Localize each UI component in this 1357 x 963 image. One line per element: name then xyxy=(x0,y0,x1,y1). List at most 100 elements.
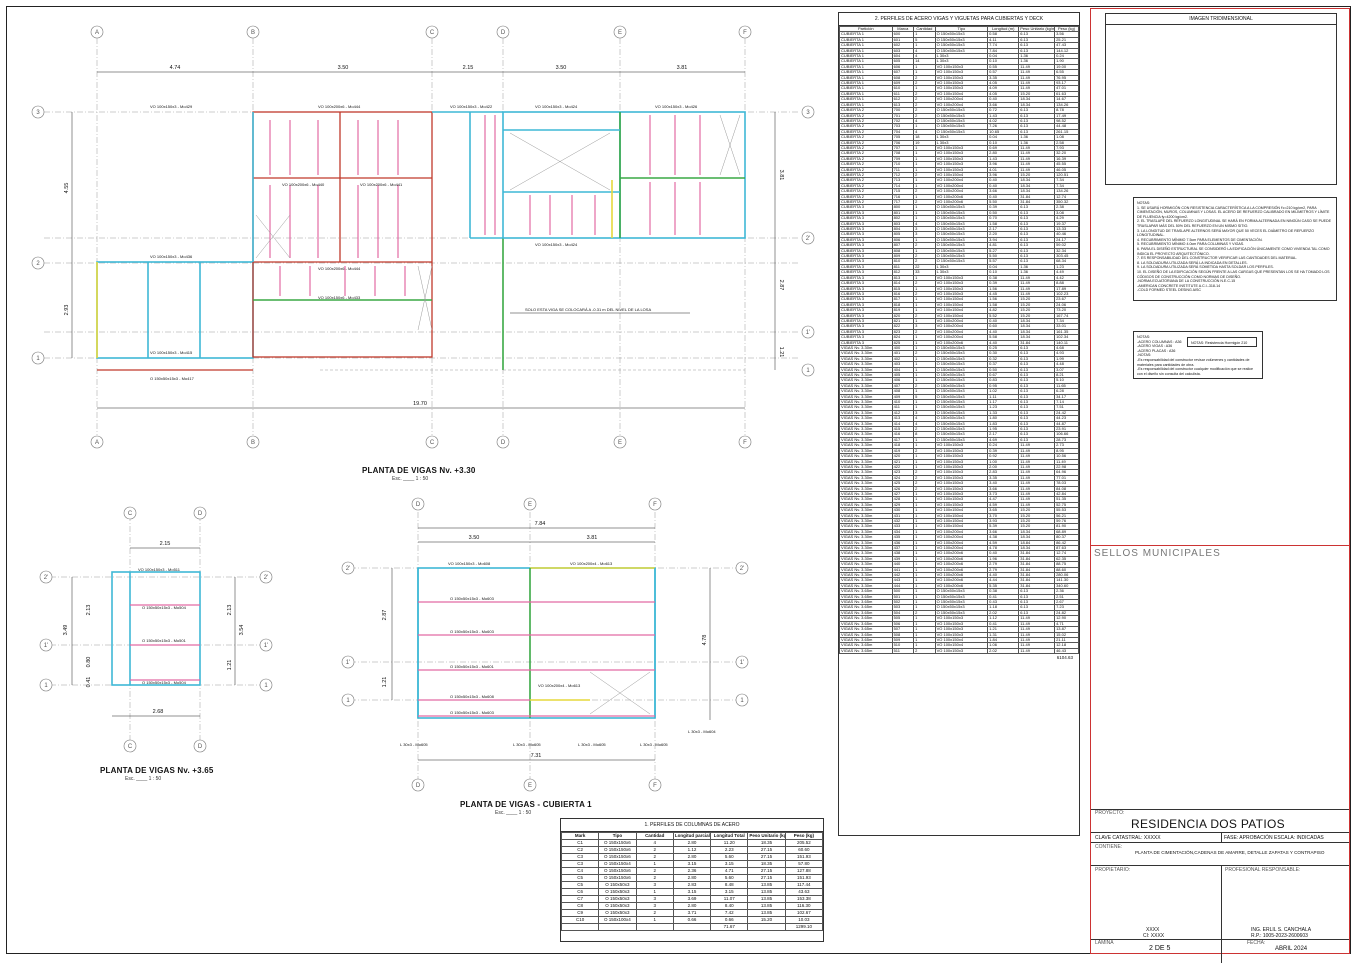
table-cell: 43.63 xyxy=(784,888,824,896)
svg-text:3.54: 3.54 xyxy=(239,625,245,636)
table-cell: 3 xyxy=(635,895,674,903)
table-cell: VIGAS Nv. 3.30m xyxy=(839,566,893,574)
svg-text:0.41: 0.41 xyxy=(86,677,92,688)
table-cell: 134.26 xyxy=(1054,188,1079,195)
svg-text:1: 1 xyxy=(44,683,48,689)
grid-bubbles-330: A B C D E F A B C D E F 3 2 1 3 2' 1' 1 xyxy=(31,25,815,449)
table-cell: 2.83 xyxy=(672,881,712,889)
table-cell: 57.80 xyxy=(784,860,824,868)
engineer-registration: R.P.: 1005-2023-2600603 xyxy=(1251,933,1308,939)
steel-header: Longitud (m) xyxy=(987,25,1020,33)
table-cell: VIGAS Nv. 3.30m xyxy=(839,361,893,368)
table-cell: VIGAS Nv. 3.65m xyxy=(839,588,893,595)
table-cell: 153.38 xyxy=(784,895,824,903)
svg-text:2.87: 2.87 xyxy=(382,610,388,621)
svg-text:D: D xyxy=(501,440,506,446)
beam-label: O 150x50x15x3 - Mo603 xyxy=(450,710,495,715)
table-cell: VIGAS Nv. 3.65m xyxy=(839,642,893,649)
table-cell: O 150x150x6 xyxy=(598,867,637,875)
plan-nv-365: C D C D 2' 1' 1 2' 1' 1 2.15 2.68 3.49 2… xyxy=(39,506,273,753)
table-cell: VIGAS Nv. 3.65m xyxy=(839,609,893,617)
divider xyxy=(1091,865,1349,866)
steel-header: Peso (kg) xyxy=(1054,25,1079,33)
table-cell: C9 xyxy=(560,909,600,917)
beam-label: O 150x50x15x3 - Mo603 xyxy=(450,596,495,601)
svg-text:C: C xyxy=(128,744,133,750)
table-cell: 116.30 xyxy=(784,902,824,910)
svg-text:1: 1 xyxy=(346,698,350,704)
svg-text:1: 1 xyxy=(806,368,810,374)
plan-title-365: PLANTA DE VIGAS Nv. +3.65 xyxy=(100,766,214,775)
date-label: FECHA: xyxy=(1247,940,1266,946)
table-cell: VIGAS Nv. 3.30m xyxy=(839,415,893,422)
plan-scale-365: Esc. ____ 1 : 50 xyxy=(125,776,162,782)
brace-label: L 30x3 - Mo604 xyxy=(688,729,716,734)
table-cell: C1 xyxy=(560,839,600,847)
table-cell: VIGAS Nv. 3.30m xyxy=(839,550,893,557)
owner-ci: CI: XXXX xyxy=(1143,933,1165,939)
beam-label: VO 100x150x6 - Mo433 xyxy=(318,295,361,300)
table-cell: 60.60 xyxy=(784,846,824,854)
svg-text:3.50: 3.50 xyxy=(469,535,480,541)
table-cell: 3.71 xyxy=(672,909,712,917)
beam-note: SOLO ESTA VIGA SE COLOCARÁ A -0.31 m DEL… xyxy=(525,307,651,312)
table-cell: 8.48 xyxy=(710,881,749,889)
table-cell: 511 xyxy=(891,647,915,655)
owner-name: XXXX xyxy=(1146,927,1160,933)
table-cell: 127.88 xyxy=(784,867,824,875)
svg-text:C: C xyxy=(430,440,435,446)
table-cell: VIGAS Nv. 3.30m xyxy=(839,377,893,384)
table-cell: VIGAS Nv. 3.30m xyxy=(839,534,893,541)
svg-text:1.21: 1.21 xyxy=(382,677,388,688)
table-cell: VIGAS Nv. 3.30m xyxy=(839,517,893,525)
table-cell: 2.02 xyxy=(987,647,1020,655)
svg-text:D: D xyxy=(198,511,203,517)
plan-nv-330: A B C D E F A B C D E F 3 2 1 3 2' 1' 1 … xyxy=(31,25,815,449)
svg-text:7.84: 7.84 xyxy=(535,521,546,527)
beam-label: VO 100x150x3 - Mo424 xyxy=(535,104,578,109)
table-cell: C2 xyxy=(560,846,600,854)
table-cell: 2 xyxy=(635,846,674,854)
table-cell: O 150x50x3 xyxy=(598,895,637,903)
column-header: Mark xyxy=(560,832,600,840)
table-cell: VIGAS Nv. 3.30m xyxy=(839,523,893,530)
table-cell: 3.15 xyxy=(672,888,712,896)
beam-label: VO 100x200x4 - Mo613 xyxy=(538,683,581,688)
table-cell: VIGAS Nv. 3.30m xyxy=(839,366,893,374)
axis-label: F xyxy=(743,30,747,36)
table-cell: 4.71 xyxy=(710,867,749,875)
table-cell: 10.03 xyxy=(784,916,824,924)
material-notes: NOTAS: -ACERO COLUMNAS : A36 -ACERO VIGA… xyxy=(1133,331,1263,379)
svg-text:2: 2 xyxy=(36,261,40,267)
table-cell: C5 xyxy=(560,881,600,889)
table-cell: 46.43 xyxy=(1054,647,1079,655)
table-cell: O 150x50x3 xyxy=(598,881,637,889)
svg-text:F: F xyxy=(653,783,657,789)
svg-text:D: D xyxy=(416,502,421,508)
svg-text:1.21: 1.21 xyxy=(227,660,233,671)
table-cell: 11.20 xyxy=(710,839,749,847)
table-cell: 13.85 xyxy=(747,888,786,896)
brace-label: L 30x3 - Mo605 xyxy=(513,742,541,747)
svg-text:1': 1' xyxy=(740,660,744,666)
svg-text:F: F xyxy=(653,502,657,508)
beam-label: O 150x50x15x3 - Mo501 xyxy=(142,638,187,643)
table-cell: 2.36 xyxy=(672,867,712,875)
structural-plans: .g { stroke:#999; stroke-width:0.5; stro… xyxy=(31,25,815,792)
table-cell: O 150x50x3 xyxy=(598,888,637,896)
table-cell: VIGAS Nv. 3.65m xyxy=(839,626,893,633)
drawing-frame xyxy=(6,6,1351,954)
